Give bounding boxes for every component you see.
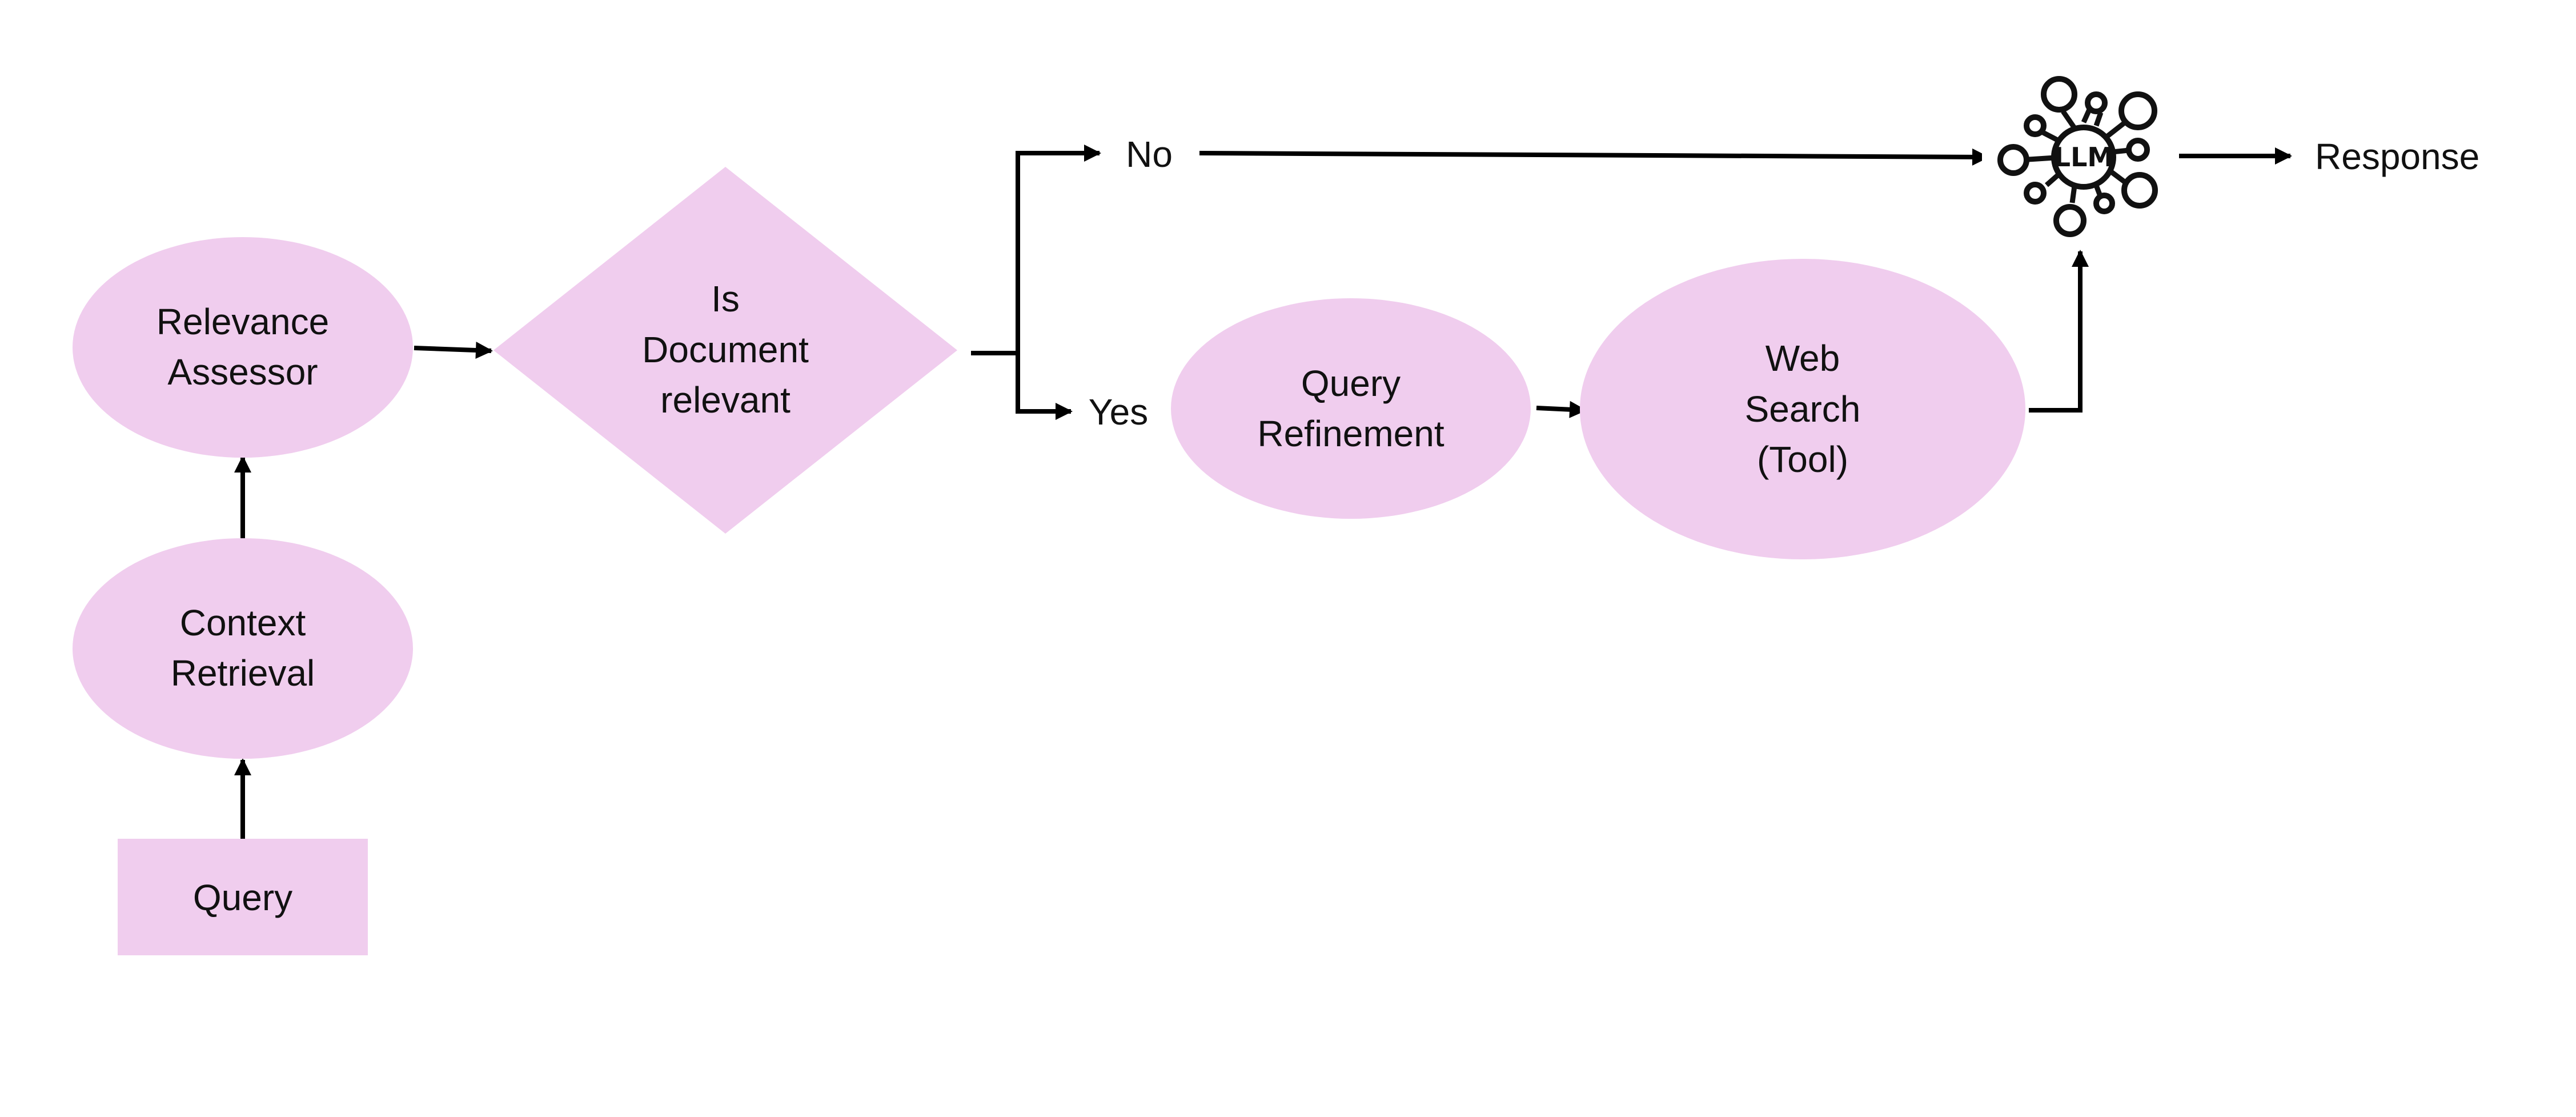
response-label: Response [2315, 136, 2479, 177]
context-retrieval-label-line1: Context [180, 602, 306, 643]
arrow-no-to-llm [1199, 148, 1989, 166]
branch-no-label: No [1126, 134, 1173, 175]
decision-label-line3: relevant [660, 379, 791, 421]
llm-network-icon: LLM [1982, 57, 2179, 249]
query-refinement-node: Query Refinement [1171, 298, 1531, 519]
arrow-branch-no [1016, 145, 1101, 353]
relevance-assessor-label-line2: Assessor [167, 351, 318, 393]
arrow-refinement-to-websearch [1536, 401, 1587, 418]
query-refinement-label-line1: Query [1301, 363, 1401, 404]
svg-text:Retrieval: Retrieval [171, 652, 315, 694]
web-search-label-line3: (Tool) [1757, 439, 1848, 480]
svg-text:Refinement: Refinement [1257, 413, 1445, 454]
decision-label-line2: Document [642, 329, 809, 370]
arrow-websearch-to-llm [2029, 250, 2089, 413]
svg-text:Context: Context [180, 602, 306, 643]
web-search-label-line2: Search [1745, 389, 1861, 430]
relevance-assessor-node: Relevance Assessor [73, 237, 413, 458]
branch-yes-label: Yes [1089, 391, 1148, 433]
query-label: Query [193, 877, 292, 918]
decision-node: Is Document relevant [493, 167, 957, 534]
arrow-branch-yes [1016, 353, 1073, 420]
svg-text:Assessor: Assessor [167, 351, 318, 393]
svg-text:(Tool): (Tool) [1757, 439, 1848, 480]
decision-label-line1: Is [711, 278, 740, 319]
svg-text:Query: Query [193, 877, 292, 918]
svg-text:relevant: relevant [660, 379, 791, 421]
web-search-node: Web Search (Tool) [1580, 259, 2025, 559]
context-retrieval-node: Context Retrieval [73, 538, 413, 759]
context-retrieval-label-line2: Retrieval [171, 652, 315, 694]
web-search-label-line1: Web [1766, 338, 1840, 379]
svg-text:Search: Search [1745, 389, 1861, 430]
svg-text:Relevance: Relevance [157, 301, 329, 342]
llm-label: LLM [2054, 142, 2113, 173]
query-refinement-label-line2: Refinement [1257, 413, 1445, 454]
svg-text:Query: Query [1301, 363, 1401, 404]
connectors [234, 145, 2292, 841]
svg-text:Document: Document [642, 329, 809, 370]
query-node: Query [118, 839, 368, 955]
svg-text:Is: Is [711, 278, 740, 319]
svg-text:Web: Web [1766, 338, 1840, 379]
arrow-relevance-to-decision [414, 342, 493, 359]
relevance-assessor-label-line1: Relevance [157, 301, 329, 342]
